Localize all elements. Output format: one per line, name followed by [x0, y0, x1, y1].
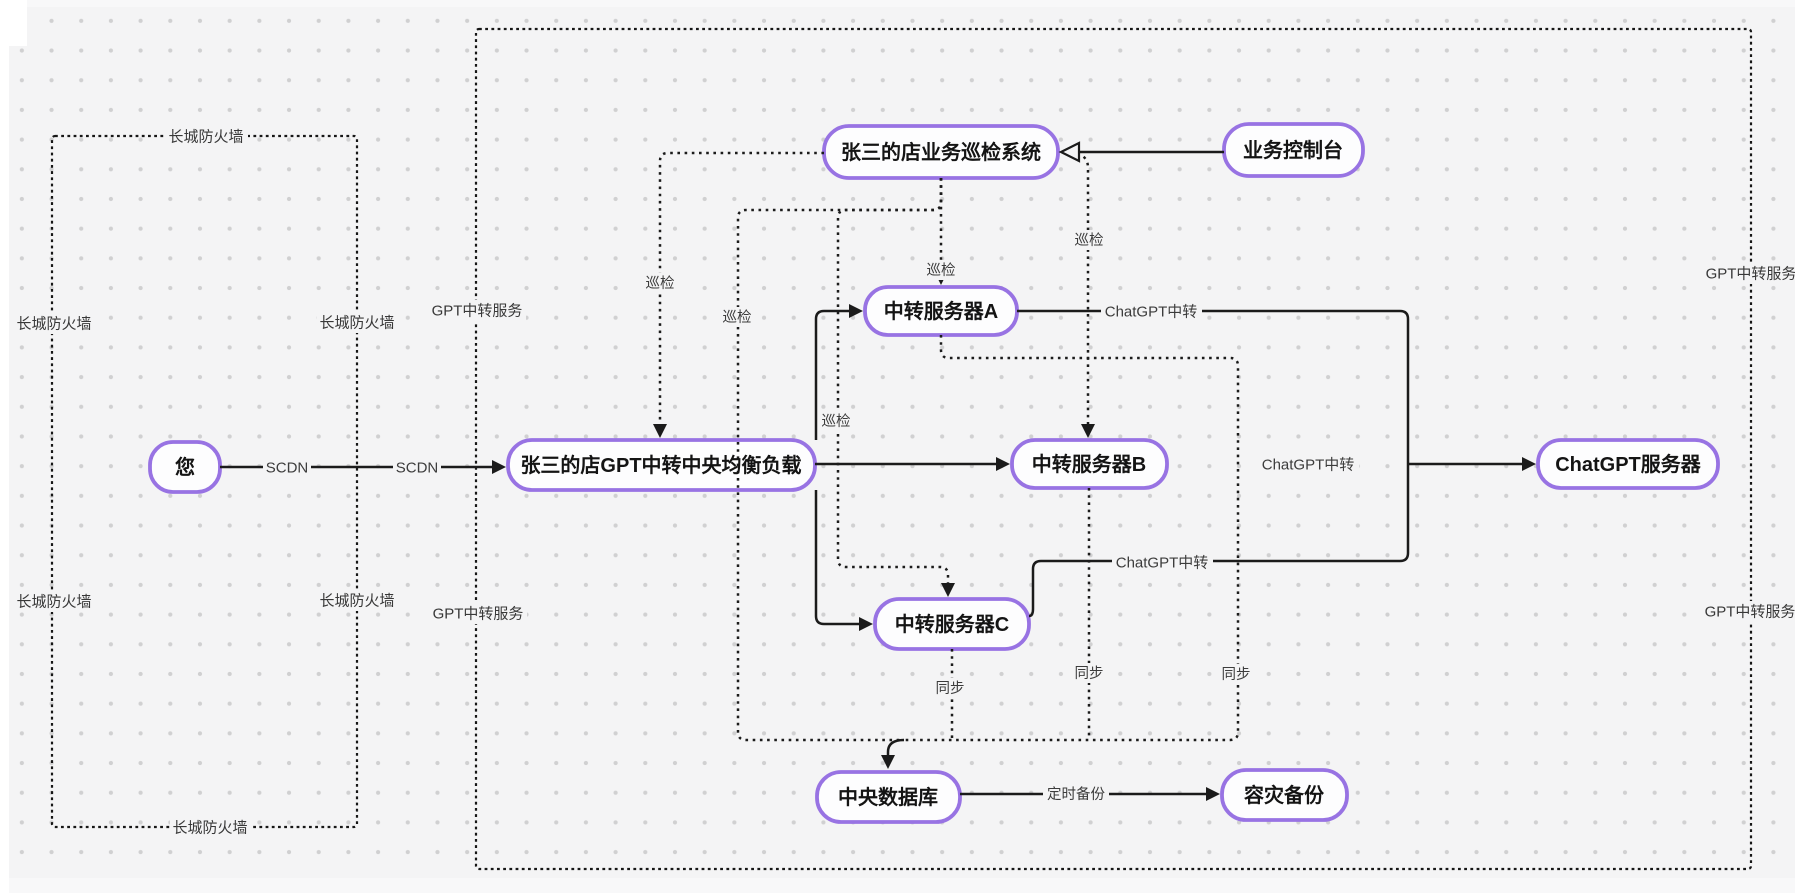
edge-label-scheduled-backup: 定时备份 — [1047, 786, 1105, 803]
edge-label-patrol-b: 巡检 — [1075, 232, 1104, 249]
edge-label-scdn-2: SCDN — [396, 460, 439, 477]
node-chatgpt-server-label: ChatGPT服务器 — [1555, 452, 1702, 476]
label-bg — [1218, 664, 1255, 684]
firewall-label-top: 长城防火墙 — [168, 129, 243, 146]
node-console-shape — [1222, 122, 1365, 178]
node-relay-b-label: 中转服务器B — [1032, 452, 1146, 476]
node-relay-a-label: 中转服务器A — [884, 299, 998, 323]
boundary-gpt-relay-service[interactable] — [474, 27, 1753, 871]
edge-label-chatgpt-relay-c: ChatGPT中转 — [1116, 555, 1209, 572]
edge-label-sync-b: 同步 — [1075, 665, 1104, 682]
canvas-corner-notch — [0, 0, 27, 46]
node-console[interactable] — [1222, 122, 1365, 178]
label-bg — [430, 603, 527, 624]
node-you-label: 您 — [175, 455, 195, 479]
node-console-label: 业务控制台 — [1243, 138, 1343, 162]
node-central-db-shape — [815, 770, 962, 824]
edge-patrol-to-lb — [658, 151, 824, 424]
edge-label-scdn-1: SCDN — [266, 460, 309, 477]
firewall-label-left-upper: 长城防火墙 — [16, 316, 91, 333]
gpt-service-label-right-upper: GPT中转服务 — [1706, 266, 1795, 283]
edge-label-chatgpt-relay-a: ChatGPT中转 — [1105, 304, 1198, 321]
label-bg — [429, 300, 526, 321]
node-patrol-system-label: 张三的店业务巡检系统 — [841, 140, 1041, 164]
label-bg — [719, 307, 756, 327]
label-bg — [263, 457, 311, 477]
edge-label-sync-a: 同步 — [1222, 666, 1251, 683]
arrowhead-into-relay-c — [859, 617, 873, 631]
label-bg — [1043, 784, 1109, 804]
edge-label-patrol-a: 巡检 — [927, 262, 956, 279]
arrowhead-patrol-into-relay-b — [1081, 424, 1095, 438]
label-bg — [1258, 454, 1359, 474]
node-chatgpt-server[interactable] — [1536, 438, 1720, 490]
firewall-label-right-lower: 长城防火墙 — [319, 593, 394, 610]
arrowhead-into-backup — [1206, 787, 1220, 801]
node-disaster-backup-label: 容灾备份 — [1244, 783, 1325, 807]
edge-label-chatgpt-relay-b: ChatGPT中转 — [1262, 457, 1355, 474]
label-bg — [393, 457, 441, 477]
edge-label-patrol-lb: 巡检 — [646, 275, 675, 292]
node-chatgpt-server-shape — [1536, 438, 1720, 490]
label-bg — [818, 411, 855, 431]
label-bg — [1071, 663, 1108, 683]
canvas-bottom-margin — [0, 878, 1795, 893]
edge-label-patrol-c: 巡检 — [822, 413, 851, 430]
gpt-service-label-right-lower: GPT中转服务 — [1705, 604, 1795, 621]
label-bg — [1112, 552, 1213, 572]
edge-sync-junction-to-db — [886, 738, 905, 755]
edge-patrol-to-relay-c — [836, 178, 950, 583]
edge-patrol-to-db — [736, 178, 943, 742]
node-central-db-label: 中央数据库 — [838, 785, 938, 809]
edge-patrol-to-relay-b — [1069, 151, 1090, 424]
arrowhead-hollow-into-patrol — [1058, 141, 1081, 163]
label-bg — [932, 678, 969, 698]
label-bg — [1071, 230, 1108, 250]
arrowhead-into-lb — [492, 460, 506, 474]
firewall-label-bottom: 长城防火墙 — [172, 820, 247, 837]
edge-lb-to-relay-a — [814, 309, 849, 440]
label-bg — [642, 273, 679, 293]
arrowhead-patrol-into-relay-c — [941, 583, 955, 597]
label-bg — [1101, 301, 1202, 321]
label-bg — [317, 312, 399, 333]
firewall-label-right-upper: 长城防火墙 — [319, 315, 394, 332]
label-bg — [166, 126, 248, 147]
edge-relay-c-to-merge — [1028, 464, 1410, 618]
label-bg — [923, 260, 960, 280]
arrowhead-into-db — [881, 755, 895, 769]
gpt-service-label-left-upper: GPT中转服务 — [432, 303, 523, 320]
node-relay-c-label: 中转服务器C — [895, 612, 1009, 636]
gpt-service-label-left-lower: GPT中转服务 — [433, 606, 524, 623]
node-disaster-backup[interactable] — [1220, 768, 1349, 822]
canvas-left-margin — [0, 0, 9, 893]
edge-relay-a-to-merge — [1017, 309, 1410, 464]
arrowhead-into-chatgpt — [1522, 457, 1536, 471]
arrowhead-into-relay-b — [996, 457, 1010, 471]
edge-lb-to-relay-c — [814, 490, 859, 626]
label-bg — [1703, 263, 1795, 284]
node-disaster-backup-shape — [1220, 768, 1349, 822]
arrowhead-into-relay-a — [849, 304, 863, 318]
canvas-top-margin — [0, 0, 1795, 7]
edge-label-sync-c: 同步 — [936, 680, 965, 697]
node-central-db[interactable] — [815, 770, 962, 824]
firewall-label-left-lower: 长城防火墙 — [16, 594, 91, 611]
edge-label-patrol-db: 巡检 — [723, 309, 752, 326]
label-bg — [14, 591, 96, 612]
node-load-balancer-label: 张三的店GPT中转中央均衡负载 — [520, 453, 801, 477]
label-bg — [14, 313, 96, 334]
label-bg — [1702, 601, 1795, 622]
label-bg — [170, 817, 252, 838]
arrowhead-patrol-into-lb — [653, 424, 667, 438]
gpt-service-border — [474, 27, 1753, 871]
label-bg — [317, 590, 399, 611]
